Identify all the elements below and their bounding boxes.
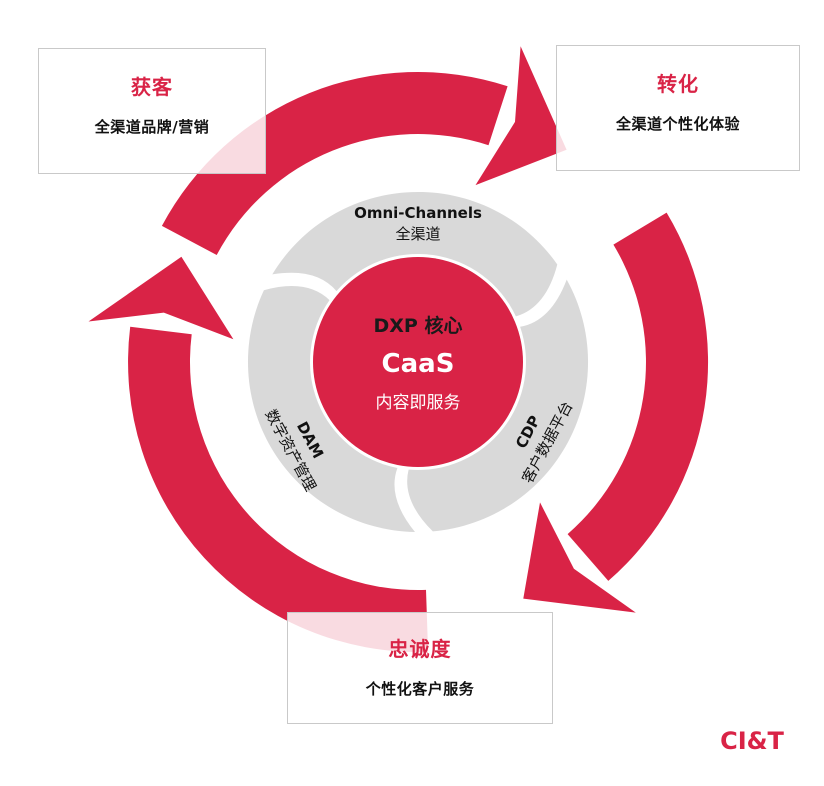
segment-cdp	[407, 279, 589, 532]
inner-segments	[247, 191, 589, 532]
stage-acquire-title: 获客	[131, 75, 173, 99]
segment-omni	[272, 191, 558, 317]
core-circle	[313, 257, 523, 467]
stage-loyalty-title: 忠诚度	[388, 637, 452, 661]
core-line3: 内容即服务	[376, 393, 461, 413]
arrow-arc-right	[567, 212, 709, 581]
stage-box-convert: 转化 全渠道个性化体验	[556, 45, 800, 171]
arrowhead-top	[475, 46, 567, 186]
arrowhead-left	[88, 256, 234, 340]
stage-acquire-subtitle: 全渠道品牌/营销	[94, 118, 210, 136]
stage-convert-subtitle: 全渠道个性化体验	[615, 115, 740, 133]
stage-box-loyalty: 忠诚度 个性化客户服务	[287, 612, 553, 724]
cit-logo: CI&T	[720, 727, 784, 755]
segment-dam	[247, 285, 415, 532]
stage-loyalty-subtitle: 个性化客户服务	[365, 680, 475, 698]
arrowhead-right	[523, 502, 636, 613]
stage-box-acquire: 获客 全渠道品牌/营销	[38, 48, 266, 174]
core-line2: CaaS	[382, 349, 455, 379]
segment-omni-subtitle: 全渠道	[395, 225, 440, 243]
core-line1: DXP 核心	[374, 314, 463, 337]
stage-convert-title: 转化	[657, 72, 699, 96]
segment-omni-title: Omni-Channels	[354, 204, 482, 222]
arrow-arc-top	[161, 72, 508, 255]
